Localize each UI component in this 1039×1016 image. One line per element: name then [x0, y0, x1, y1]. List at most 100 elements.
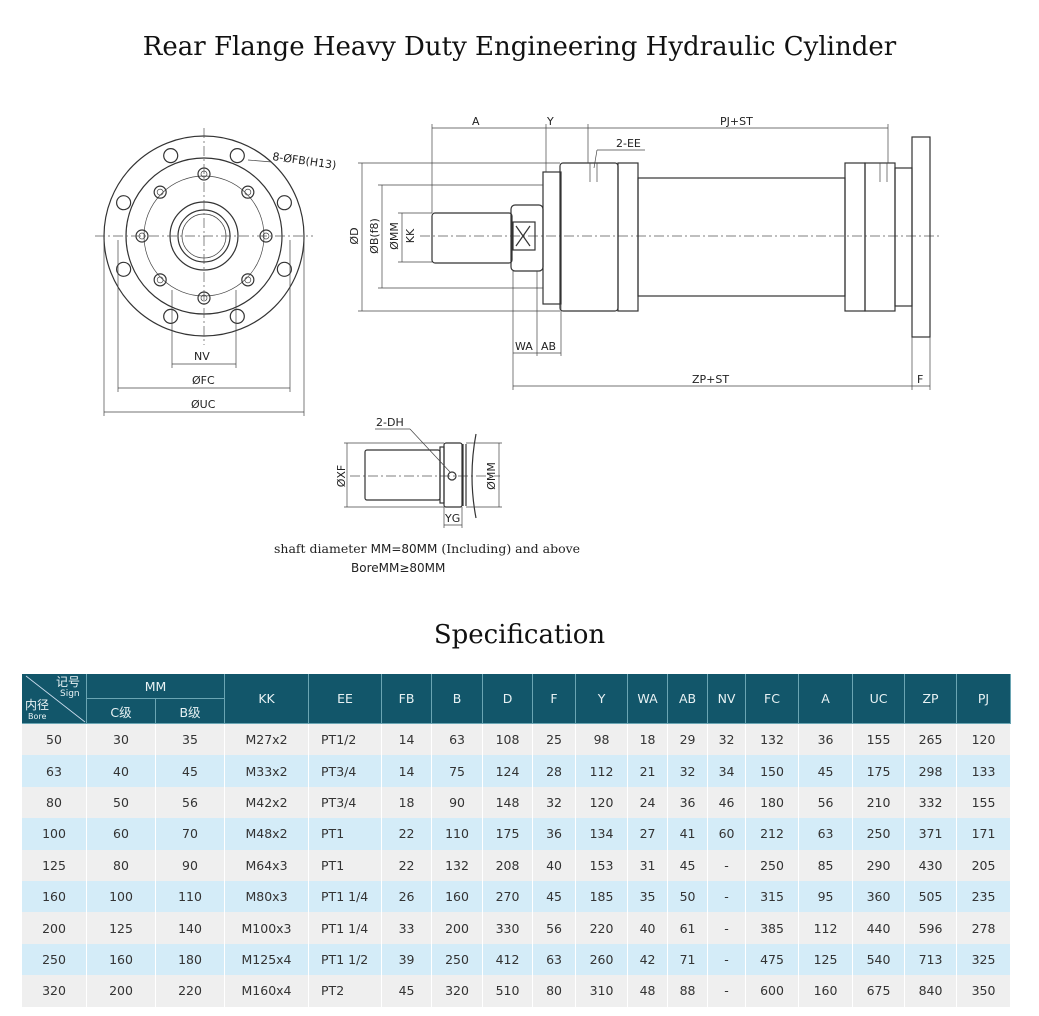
table-cell: 210	[853, 786, 906, 819]
table-cell: 250	[746, 849, 800, 881]
table-cell: 320	[22, 975, 87, 1007]
table-cell: 713	[905, 943, 958, 976]
table-cell: 56	[533, 912, 577, 944]
table-cell: 35	[156, 724, 226, 756]
table-cell: 42	[628, 943, 669, 976]
caption-text: shaft diameter	[274, 541, 371, 556]
table-cell: 29	[668, 724, 709, 756]
table-cell: 45	[156, 755, 226, 787]
table-cell: 75	[432, 755, 484, 787]
table-cell: 33	[382, 912, 433, 944]
table-cell: M125x4	[225, 943, 310, 976]
table-cell: 160	[22, 880, 87, 913]
table-cell: 160	[87, 943, 156, 976]
table-cell: 840	[905, 975, 958, 1007]
table-cell: M100x3	[225, 912, 310, 944]
table-cell: 235	[957, 880, 1012, 913]
table-cell: 30	[87, 724, 156, 756]
table-cell: PT1 1/2	[309, 943, 383, 976]
ab-label: AB	[541, 340, 556, 353]
table-cell: 80	[87, 849, 156, 881]
table-cell: 40	[628, 912, 669, 944]
header-mm-b: B级	[156, 699, 226, 724]
table-cell: 200	[22, 912, 87, 944]
b-label: ØB(f8)	[368, 218, 381, 254]
dh-label: 2-DH	[376, 416, 404, 429]
header-d: D	[483, 674, 534, 724]
table-cell: 385	[746, 912, 800, 944]
table-cell: 350	[957, 975, 1012, 1007]
table-cell: 22	[382, 818, 433, 850]
table-cell: PT1 1/4	[309, 912, 383, 944]
table-cell: PT3/4	[309, 786, 383, 819]
circle	[241, 273, 255, 287]
table-cell: 540	[853, 943, 906, 976]
table-cell: M27x2	[225, 724, 310, 756]
table-cell: 133	[957, 755, 1012, 787]
table-cell: 90	[156, 849, 226, 881]
circle	[229, 148, 245, 164]
yg-label: YG	[444, 512, 460, 525]
table-cell: 200	[87, 975, 156, 1007]
table-cell: 332	[905, 786, 958, 819]
table-cell: 63	[533, 943, 577, 976]
sign-cn: 记号	[56, 675, 81, 689]
table-cell: 371	[905, 818, 958, 850]
table-cell: 440	[853, 912, 906, 944]
page-title: Rear Flange Heavy Duty Engineering Hydra…	[142, 32, 897, 62]
sign-en: Sign	[60, 689, 80, 699]
wa-label: WA	[515, 340, 533, 353]
table-cell: 95	[799, 880, 854, 913]
circle	[153, 185, 167, 199]
table-cell: 124	[483, 755, 534, 787]
table-cell: 160	[799, 975, 854, 1007]
table-cell: 32	[708, 724, 747, 756]
table-cell: 360	[853, 880, 906, 913]
header-a: A	[799, 674, 854, 724]
table-cell: M64x3	[225, 849, 310, 881]
table-cell: 298	[905, 755, 958, 787]
table-cell: -	[708, 880, 747, 913]
pj-st-label: PJ+ST	[720, 115, 753, 128]
table-cell: 36	[668, 786, 709, 819]
header-mm: MM	[87, 674, 226, 699]
table-cell: M42x2	[225, 786, 310, 819]
table-cell: 61	[668, 912, 709, 944]
table-cell: 48	[628, 975, 669, 1007]
header-y: Y	[576, 674, 629, 724]
table-cell: 45	[668, 849, 709, 881]
circle	[116, 261, 132, 277]
table-cell: 148	[483, 786, 534, 819]
table-cell: 40	[533, 849, 577, 881]
table-cell: -	[708, 943, 747, 976]
table-cell: M48x2	[225, 818, 310, 850]
table-cell: 600	[746, 975, 800, 1007]
table-cell: 171	[957, 818, 1012, 850]
caption-line2: BoreMM≥80MM	[351, 561, 446, 575]
header-ee: EE	[309, 674, 383, 724]
table-cell: 60	[708, 818, 747, 850]
header-nv: NV	[708, 674, 747, 724]
table-cell: 60	[87, 818, 156, 850]
table-cell: 22	[382, 849, 433, 881]
table-cell: 250	[853, 818, 906, 850]
header-fb: FB	[382, 674, 433, 724]
ee-label: 2-EE	[616, 137, 641, 150]
table-cell: 25	[533, 724, 577, 756]
table-cell: 56	[799, 786, 854, 819]
circle	[156, 276, 164, 284]
header-zp: ZP	[905, 674, 958, 724]
table-cell: 40	[87, 755, 156, 787]
front-view	[95, 128, 313, 345]
table-cell: 36	[533, 818, 577, 850]
table-cell: 412	[483, 943, 534, 976]
table-cell: 112	[799, 912, 854, 944]
table-cell: 88	[668, 975, 709, 1007]
table-cell: 110	[156, 880, 226, 913]
circle	[229, 308, 245, 324]
